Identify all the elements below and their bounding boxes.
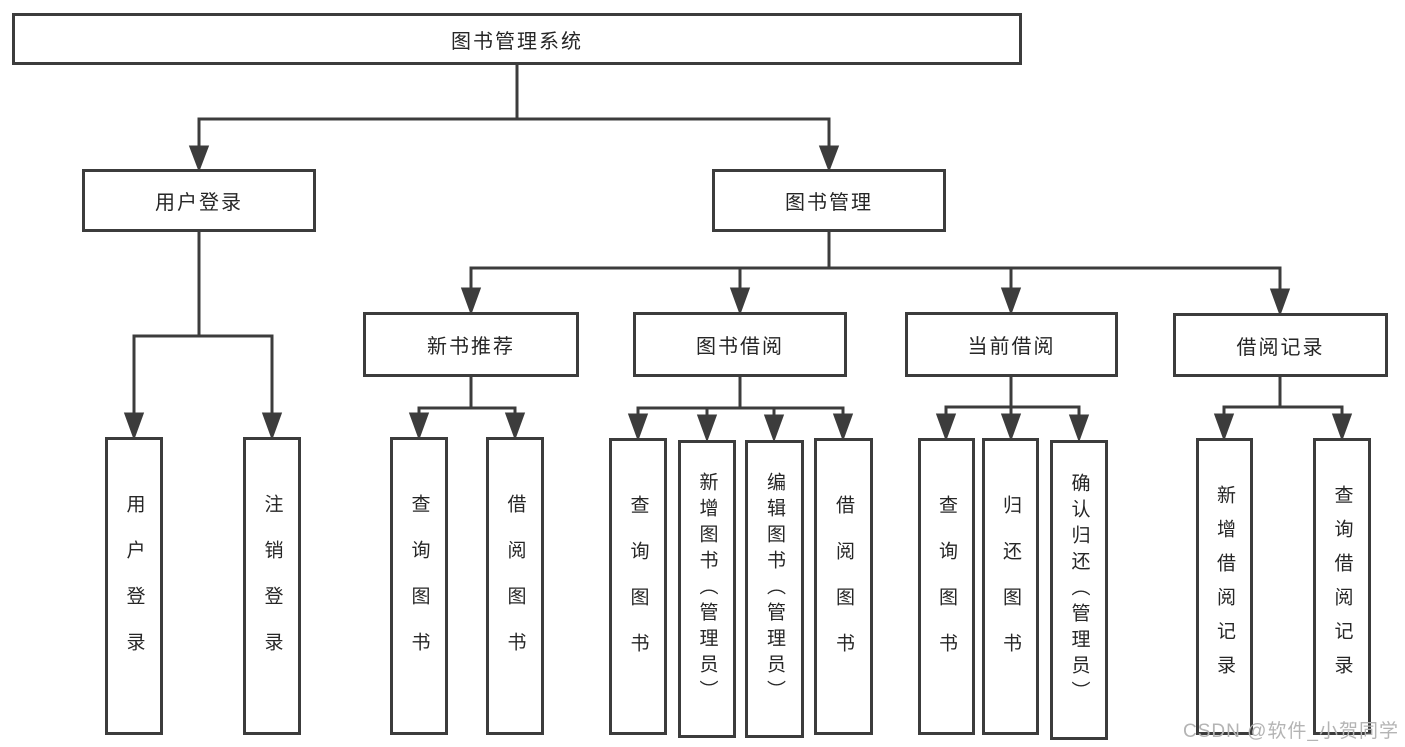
node-label: 借阅图书 bbox=[833, 494, 854, 679]
connector-user-login-branch bbox=[123, 231, 283, 441]
leaf-edit-books-admin: 编辑图书（管理员） bbox=[745, 440, 804, 738]
node-label: 新增借阅记录 bbox=[1214, 484, 1235, 689]
leaf-query-books-recommend: 查询图书 bbox=[390, 437, 448, 735]
connector-borrow-record-branch bbox=[1213, 376, 1353, 442]
node-library-management-system: 图书管理系统 bbox=[12, 13, 1022, 65]
leaf-query-borrow-record: 查询借阅记录 bbox=[1313, 438, 1371, 735]
node-label: 借阅图书 bbox=[504, 494, 526, 678]
node-current-borrow: 当前借阅 bbox=[905, 312, 1118, 377]
node-label: 注销登录 bbox=[261, 494, 283, 678]
leaf-add-borrow-record: 新增借阅记录 bbox=[1196, 438, 1253, 735]
csdn-watermark: CSDN @软件_小贺同学 bbox=[1183, 721, 1399, 742]
node-user-login: 用户登录 bbox=[82, 169, 316, 232]
node-label: 查询借阅记录 bbox=[1331, 484, 1353, 689]
leaf-logout: 注销登录 bbox=[243, 437, 301, 735]
node-label: 查询图书 bbox=[627, 494, 649, 679]
node-label: 图书借阅 bbox=[696, 336, 784, 358]
connector-book-borrow-branch bbox=[627, 376, 854, 443]
node-label: 归还图书 bbox=[1000, 494, 1021, 679]
leaf-add-books-admin: 新增图书（管理员） bbox=[678, 440, 736, 738]
leaf-return-books: 归还图书 bbox=[982, 438, 1039, 735]
node-book-management: 图书管理 bbox=[712, 169, 946, 232]
connector-book-mgmt-to-level3 bbox=[460, 231, 1291, 317]
node-label: 图书管理 bbox=[785, 192, 873, 214]
node-label: 用户登录 bbox=[155, 192, 243, 214]
node-label: 新书推荐 bbox=[427, 336, 515, 358]
connector-current-borrow-branch bbox=[935, 376, 1090, 443]
node-label: 图书管理系统 bbox=[451, 30, 583, 53]
leaf-query-books-current: 查询图书 bbox=[918, 438, 975, 735]
node-label: 新增图书（管理员） bbox=[696, 472, 718, 706]
node-label: 当前借阅 bbox=[967, 336, 1056, 358]
node-label: 查询图书 bbox=[936, 494, 957, 679]
node-borrow-record: 借阅记录 bbox=[1173, 313, 1388, 377]
node-label: 编辑图书（管理员） bbox=[764, 472, 785, 706]
leaf-borrow-books-recommend: 借阅图书 bbox=[486, 437, 544, 735]
node-book-borrow: 图书借阅 bbox=[633, 312, 847, 377]
leaf-borrow-books: 借阅图书 bbox=[814, 438, 873, 735]
node-label: 确认归还（管理员） bbox=[1068, 473, 1090, 707]
node-label: 用户登录 bbox=[123, 494, 145, 678]
leaf-confirm-return-admin: 确认归还（管理员） bbox=[1050, 440, 1108, 740]
node-label: 借阅记录 bbox=[1236, 336, 1325, 359]
connector-new-book-branch bbox=[408, 376, 526, 441]
node-label: 查询图书 bbox=[408, 494, 430, 678]
connector-root-to-level2 bbox=[188, 64, 840, 173]
node-new-book-recommend: 新书推荐 bbox=[363, 312, 579, 377]
leaf-user-login: 用户登录 bbox=[105, 437, 163, 735]
leaf-query-books-borrow: 查询图书 bbox=[609, 438, 667, 735]
